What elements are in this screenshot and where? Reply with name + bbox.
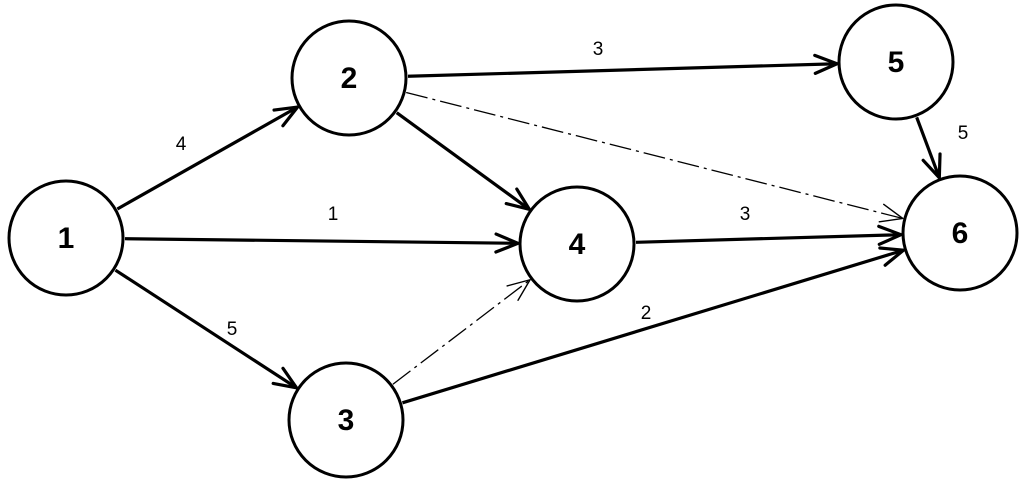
node-label-2: 2	[341, 62, 358, 95]
node-label-3: 3	[338, 404, 355, 437]
node-circle-5	[837, 3, 955, 121]
edge-weight-3-6: 2	[641, 303, 652, 324]
edge-line-2-4	[395, 111, 531, 211]
node-label-5: 5	[888, 46, 905, 79]
edges-layer: 4 1 5 3 2 3 5	[114, 39, 969, 405]
arrowhead-3-6	[878, 246, 906, 267]
edge-2-5: 3	[407, 39, 839, 78]
edge-line-3-4	[392, 279, 531, 385]
node-2: 2	[290, 19, 408, 137]
node-circle-4	[518, 185, 636, 303]
node-5: 5	[837, 3, 955, 121]
edge-weight-4-6: 3	[740, 204, 751, 225]
node-label-4: 4	[569, 228, 586, 261]
arrowhead-5-6	[921, 152, 942, 180]
edge-weight-1-3: 5	[227, 319, 238, 340]
arrowhead-1-2	[272, 105, 300, 128]
edge-1-3: 5	[114, 268, 299, 390]
node-label-1: 1	[58, 222, 75, 255]
edge-4-6: 3	[635, 204, 903, 246]
edge-line-1-3	[114, 268, 298, 390]
node-circle-6	[901, 174, 1019, 292]
edge-weight-1-2: 4	[176, 134, 187, 155]
arrowhead-3-4	[506, 279, 531, 301]
node-3: 3	[287, 361, 405, 479]
edge-line-2-6	[406, 91, 903, 220]
arrowhead-1-4	[494, 232, 520, 254]
edge-weight-1-4: 1	[328, 204, 339, 225]
node-4: 4	[518, 185, 636, 303]
node-label-6: 6	[952, 217, 969, 250]
edge-3-6: 2	[401, 246, 906, 405]
edge-2-4	[395, 111, 531, 211]
node-1: 1	[7, 179, 125, 297]
edge-1-2: 4	[116, 105, 300, 211]
arrowhead-2-4	[504, 187, 531, 211]
edge-line-1-4	[124, 237, 519, 245]
arrowhead-2-6	[878, 203, 904, 223]
node-circle-2	[290, 19, 408, 137]
edge-3-4	[392, 279, 531, 385]
edge-1-4: 1	[124, 204, 520, 254]
edge-weight-5-6: 5	[958, 123, 969, 144]
edge-line-1-2	[116, 105, 299, 211]
node-6: 6	[901, 174, 1019, 292]
edge-weight-2-5: 3	[593, 39, 604, 60]
nodes-layer: 1 2 3 4 5 6	[7, 3, 1019, 479]
arrowhead-2-5	[813, 53, 839, 75]
arrowhead-4-6	[877, 224, 903, 246]
node-circle-3	[287, 361, 405, 479]
edge-line-2-5	[407, 62, 838, 78]
edge-2-6	[406, 91, 904, 223]
node-circle-1	[7, 179, 125, 297]
edge-line-4-6	[635, 233, 902, 244]
edge-line-3-6	[401, 248, 905, 405]
edge-5-6: 5	[915, 116, 969, 180]
arrowhead-1-3	[271, 366, 299, 390]
edge-line-5-6	[915, 116, 941, 179]
